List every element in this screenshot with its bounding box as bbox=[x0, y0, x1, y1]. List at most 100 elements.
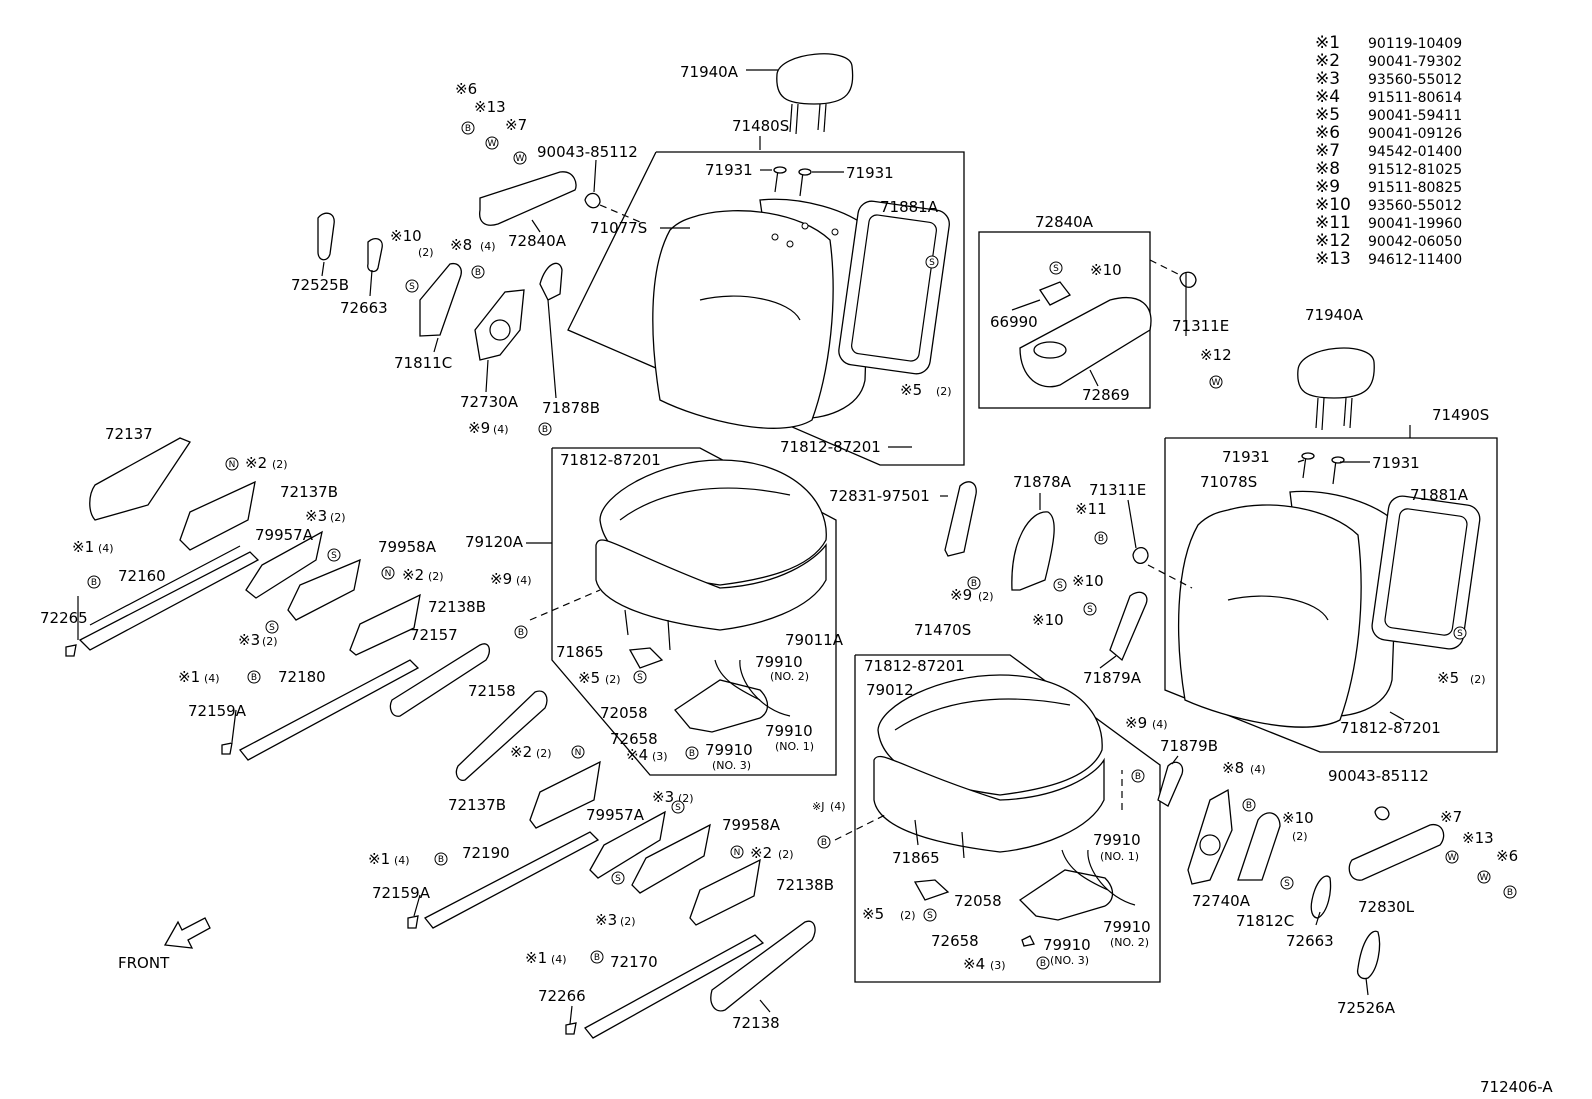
marker-b: B bbox=[685, 746, 699, 760]
label-72138b: 72138B bbox=[428, 598, 486, 616]
sub-no1: (NO. 1) bbox=[775, 740, 814, 753]
marker-s: S bbox=[327, 548, 341, 562]
svg-text:S: S bbox=[615, 874, 621, 884]
bolts-71931-left bbox=[773, 166, 812, 197]
label-71931: 71931 bbox=[846, 164, 894, 182]
callout: ※J bbox=[812, 800, 824, 813]
legend-key: ※11 bbox=[1315, 213, 1351, 233]
legend-key: ※10 bbox=[1315, 195, 1351, 215]
cushion-box-right bbox=[854, 654, 1161, 983]
bracket-79958a-a bbox=[287, 558, 361, 621]
label-79957a: 79957A bbox=[255, 526, 314, 544]
cushion-right bbox=[834, 674, 1123, 859]
marker-w: W bbox=[485, 136, 499, 150]
marker-s: S bbox=[265, 620, 279, 634]
marker-w: W bbox=[1209, 375, 1223, 389]
label-72869: 72869 bbox=[1082, 386, 1130, 404]
label-71078s: 71078S bbox=[1200, 473, 1257, 491]
armrest-right-assy bbox=[1019, 259, 1197, 388]
qty: (2) bbox=[536, 747, 552, 760]
label-72137: 72137 bbox=[105, 425, 153, 443]
marker-b: B bbox=[1131, 769, 1145, 783]
callout: ※10 bbox=[1032, 611, 1064, 629]
qty: (4) bbox=[1152, 718, 1168, 731]
label-71480s: 71480S bbox=[732, 117, 789, 135]
callout: ※9 bbox=[468, 419, 490, 437]
rail-72160 bbox=[65, 545, 260, 657]
marker-n: N bbox=[730, 845, 744, 859]
bolts-71931-right bbox=[1301, 452, 1345, 485]
callout: ※7 bbox=[1440, 808, 1462, 826]
label-71811c: 71811C bbox=[394, 354, 452, 372]
marker-b: B bbox=[514, 625, 528, 639]
label-71881a: 71881A bbox=[880, 198, 939, 216]
leader-lines bbox=[77, 69, 1411, 1025]
label-72831-97501: 72831-97501 bbox=[829, 487, 930, 505]
marker-b: B bbox=[1242, 798, 1256, 812]
qty: (2) bbox=[1292, 830, 1308, 843]
label-72138b: 72138B bbox=[776, 876, 834, 894]
callout: ※13 bbox=[1462, 829, 1494, 847]
harness-left bbox=[628, 647, 791, 733]
seatback-box-right bbox=[1164, 437, 1498, 753]
svg-text:W: W bbox=[1212, 378, 1221, 388]
qty: (2) bbox=[1470, 673, 1486, 686]
label-72159a: 72159A bbox=[188, 702, 247, 720]
callout: ※13 bbox=[474, 98, 506, 116]
label-72138: 72138 bbox=[732, 1014, 780, 1032]
trim-72158 bbox=[455, 690, 548, 781]
qty: (2) bbox=[262, 635, 278, 648]
label-71812c: 71812C bbox=[1236, 912, 1294, 930]
label-72740a: 72740A bbox=[1192, 892, 1251, 910]
label-72170: 72170 bbox=[610, 953, 658, 971]
sub-no3: (NO. 3) bbox=[1050, 954, 1089, 967]
callout: ※8 bbox=[450, 236, 472, 254]
qty: (2) bbox=[678, 792, 694, 805]
svg-text:B: B bbox=[251, 673, 257, 683]
headrest-left bbox=[776, 53, 854, 135]
legend-key: ※13 bbox=[1315, 249, 1351, 269]
label-79910: 79910 bbox=[1043, 936, 1091, 954]
callout: ※5 bbox=[900, 381, 922, 399]
marker-s: S bbox=[1453, 626, 1467, 640]
callout: ※11 bbox=[1075, 500, 1107, 518]
marker-n: N bbox=[225, 457, 239, 471]
label-72157: 72157 bbox=[410, 626, 458, 644]
legend-part: 94542-01400 bbox=[1368, 144, 1462, 160]
legend-part: 94612-11400 bbox=[1368, 252, 1462, 268]
label-72663: 72663 bbox=[340, 299, 388, 317]
callout: ※1 bbox=[72, 538, 94, 556]
label-72137b: 72137B bbox=[448, 796, 506, 814]
callout: ※5 bbox=[578, 669, 600, 687]
legend-key: ※3 bbox=[1315, 69, 1340, 89]
svg-text:S: S bbox=[675, 803, 681, 813]
svg-text:B: B bbox=[689, 749, 695, 759]
callout: ※12 bbox=[1200, 346, 1232, 364]
callout: ※4 bbox=[963, 955, 985, 973]
label-79910: 79910 bbox=[705, 741, 753, 759]
callouts: ※6 ※13 ※7 ※10(2) ※8(4) ※9(4) ※2(2) ※1(4)… bbox=[72, 80, 1518, 973]
qty: (2) bbox=[330, 511, 346, 524]
marker-b: B bbox=[247, 670, 261, 684]
marker-b: B bbox=[817, 835, 831, 849]
svg-text:B: B bbox=[438, 855, 444, 865]
bracket-79958a-b bbox=[631, 823, 711, 894]
recliner-covers-left bbox=[317, 212, 563, 361]
label-66990: 66990 bbox=[990, 313, 1038, 331]
svg-text:B: B bbox=[1098, 534, 1104, 544]
recliner-right bbox=[1187, 788, 1445, 980]
callout: ※8 bbox=[1222, 759, 1244, 777]
marker-s: S bbox=[1280, 876, 1294, 890]
legend-part: 93560-55012 bbox=[1368, 72, 1462, 88]
markers: B W W S B B N B S N S B B S B N S N S B … bbox=[87, 121, 1517, 970]
legend-key: ※12 bbox=[1315, 231, 1351, 251]
qty: (2) bbox=[418, 246, 434, 259]
qty: (2) bbox=[272, 458, 288, 471]
marker-b: B bbox=[1503, 885, 1517, 899]
callout: ※10 bbox=[1072, 572, 1104, 590]
label-72840a: 72840A bbox=[508, 232, 567, 250]
callout: ※1 bbox=[368, 850, 390, 868]
marker-w: W bbox=[1477, 870, 1491, 884]
marker-b: B bbox=[538, 422, 552, 436]
